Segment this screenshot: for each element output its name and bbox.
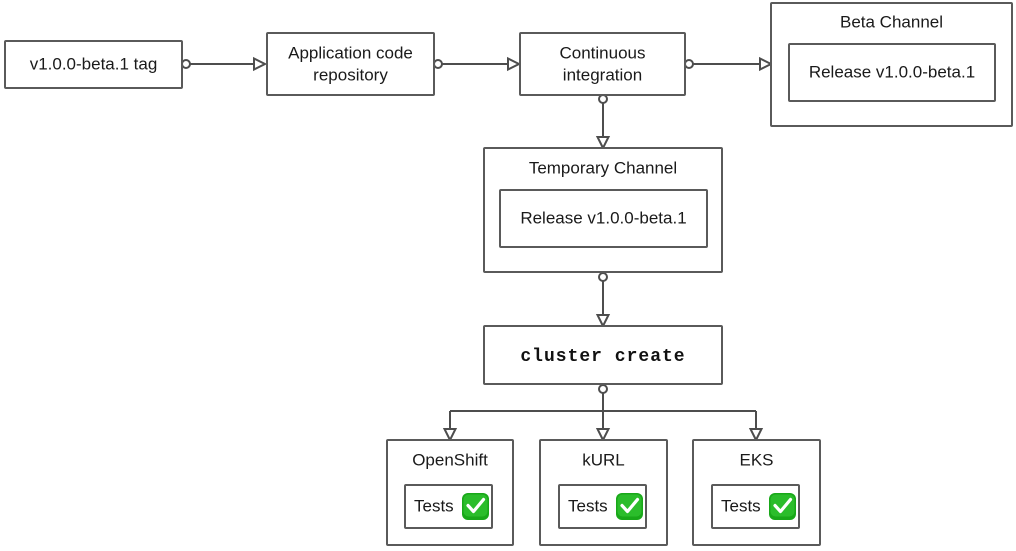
eks-tests-label: Tests bbox=[721, 496, 761, 515]
group-temporary-channel-title: Temporary Channel bbox=[529, 158, 677, 177]
node-application-code-repository[interactable]: Application code repository bbox=[266, 32, 435, 96]
beta-channel-release-box[interactable] bbox=[788, 43, 996, 102]
node-ci-label-line2: integration bbox=[563, 65, 642, 84]
node-repo-label-line1: Application code bbox=[288, 43, 413, 62]
group-openshift-title: OpenShift bbox=[412, 450, 488, 469]
group-beta-channel[interactable]: Beta Channel Release v1.0.0-beta.1 bbox=[770, 2, 1013, 127]
node-repo-label-line2: repository bbox=[313, 65, 388, 84]
edge-ci-to-temporary-channel bbox=[595, 94, 611, 151]
group-kurl-title: kURL bbox=[582, 450, 625, 469]
node-cluster-create-label: cluster create bbox=[520, 347, 685, 367]
node-ci-label-line1: Continuous bbox=[559, 43, 645, 62]
edge-cluster-create-to-targets bbox=[442, 384, 764, 443]
check-green-icon bbox=[616, 493, 643, 520]
group-openshift[interactable]: OpenShift Tests bbox=[386, 439, 514, 546]
openshift-tests-label: Tests bbox=[414, 496, 454, 515]
group-kurl[interactable]: kURL Tests bbox=[539, 439, 668, 546]
group-eks[interactable]: EKS Tests bbox=[692, 439, 821, 546]
temporary-channel-release-label: Release v1.0.0-beta.1 bbox=[520, 208, 686, 227]
node-tag[interactable]: v1.0.0-beta.1 tag bbox=[4, 40, 183, 89]
beta-channel-release-label: Release v1.0.0-beta.1 bbox=[809, 62, 975, 81]
edge-temporary-channel-to-cluster-create bbox=[595, 272, 611, 329]
edge-tag-to-repo bbox=[181, 56, 268, 72]
temporary-channel-release-box[interactable] bbox=[499, 189, 708, 248]
check-green-icon bbox=[462, 493, 489, 520]
edge-repo-to-ci bbox=[433, 56, 522, 72]
group-temporary-channel[interactable]: Temporary Channel Release v1.0.0-beta.1 bbox=[483, 147, 723, 273]
kurl-tests-label: Tests bbox=[568, 496, 608, 515]
node-cluster-create[interactable]: cluster create bbox=[483, 325, 723, 385]
edge-ci-to-beta-channel bbox=[684, 56, 774, 72]
group-eks-title: EKS bbox=[739, 450, 773, 469]
check-green-icon bbox=[769, 493, 796, 520]
node-continuous-integration[interactable]: Continuous integration bbox=[519, 32, 686, 96]
group-beta-channel-title: Beta Channel bbox=[840, 12, 943, 31]
node-tag-label: v1.0.0-beta.1 tag bbox=[30, 54, 158, 73]
